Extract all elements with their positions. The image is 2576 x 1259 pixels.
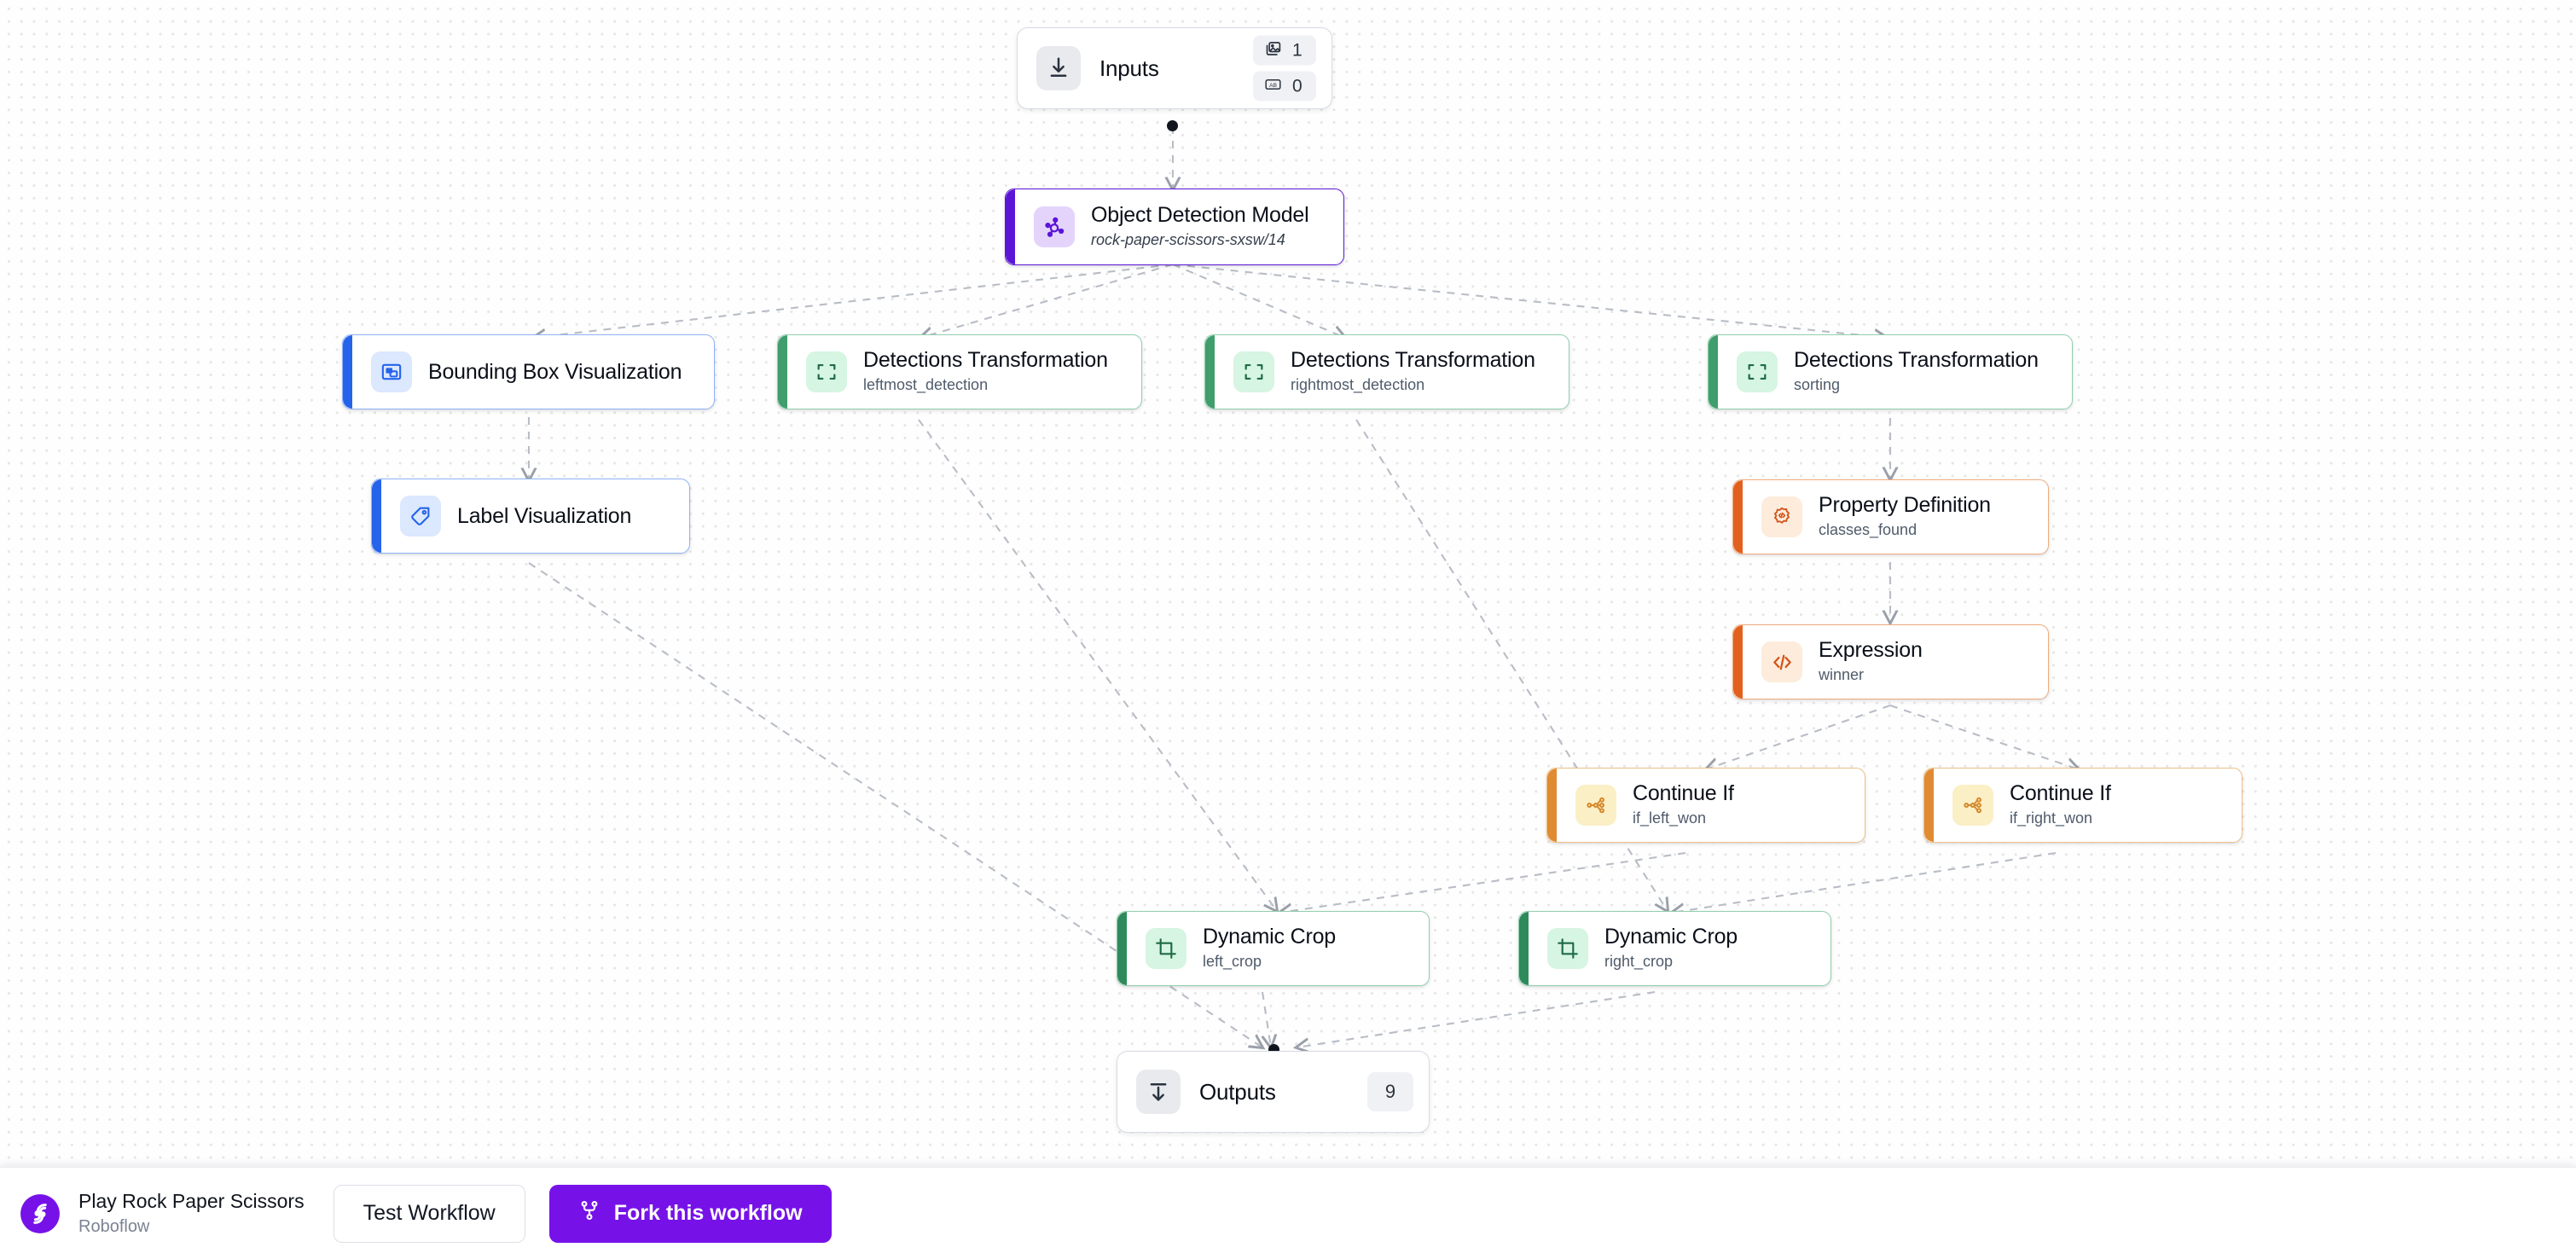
- node-subtitle: if_right_won: [2010, 809, 2093, 827]
- test-workflow-button[interactable]: Test Workflow: [333, 1184, 525, 1243]
- node-outputs[interactable]: Outputs 9: [1117, 1051, 1430, 1133]
- node-property-definition[interactable]: Property Definition classes_found: [1732, 479, 2049, 554]
- crop-corners-icon: [1737, 351, 1778, 392]
- node-detections-transformation-leftmost[interactable]: Detections Transformation leftmost_detec…: [777, 334, 1142, 409]
- download-into-tray-icon: [1036, 46, 1081, 90]
- crop-icon: [1547, 928, 1588, 969]
- inputs-badges: 1 AB 0: [1253, 35, 1316, 102]
- crop-corners-icon: [1233, 351, 1274, 392]
- node-accent-bar: [1519, 912, 1529, 985]
- node-title: Bounding Box Visualization: [428, 359, 682, 384]
- node-accent-bar: [1733, 625, 1743, 699]
- git-fork-icon: [578, 1199, 600, 1227]
- node-subtitle: classes_found: [1819, 521, 1917, 539]
- node-title: Detections Transformation: [1794, 348, 2039, 373]
- node-subtitle: right_crop: [1604, 953, 1674, 971]
- branch-nodes-icon: [1952, 785, 1993, 826]
- node-subtitle: winner: [1819, 666, 1865, 684]
- badge-outputs-count: 9: [1367, 1072, 1413, 1111]
- node-subtitle: if_left_won: [1633, 809, 1707, 827]
- node-label-visualization[interactable]: Label Visualization: [371, 479, 690, 554]
- node-title: Dynamic Crop: [1203, 925, 1336, 949]
- bounding-box-icon: [371, 351, 412, 392]
- download-out-icon: [1136, 1070, 1181, 1114]
- node-title: Expression: [1819, 638, 1923, 663]
- node-title: Dynamic Crop: [1604, 925, 1738, 949]
- node-title: Property Definition: [1819, 493, 1991, 518]
- node-inputs[interactable]: Inputs 1 AB: [1017, 27, 1332, 109]
- node-subtitle: sorting: [1794, 376, 1841, 394]
- node-title: Detections Transformation: [1291, 348, 1535, 373]
- node-subtitle: rock-paper-scissors-sxsw/14: [1091, 231, 1285, 249]
- node-continue-if-right[interactable]: Continue If if_right_won: [1923, 768, 2242, 843]
- badge-images: 1: [1253, 35, 1316, 66]
- node-accent-bar: [778, 335, 787, 409]
- workspace-name: Roboflow: [78, 1216, 150, 1236]
- node-accent-bar: [1547, 769, 1557, 842]
- node-accent-bar: [372, 479, 381, 553]
- node-detections-transformation-rightmost[interactable]: Detections Transformation rightmost_dete…: [1204, 334, 1569, 409]
- node-title: Outputs: [1199, 1078, 1276, 1105]
- badge-value: 9: [1384, 1081, 1396, 1102]
- code-brackets-icon: [1761, 641, 1802, 682]
- node-subtitle: rightmost_detection: [1291, 376, 1425, 394]
- roboflow-logo-icon: [19, 1192, 61, 1235]
- node-title: Continue If: [2010, 781, 2111, 806]
- node-accent-bar: [1924, 769, 1934, 842]
- node-accent-bar: [1117, 912, 1127, 985]
- fork-workflow-button[interactable]: Fork this workflow: [548, 1184, 832, 1243]
- badge-text-params: AB 0: [1253, 71, 1316, 102]
- bottom-toolbar: Play Rock Paper Scissors Roboflow Test W…: [0, 1167, 2576, 1259]
- text-ab-icon: AB: [1264, 75, 1282, 97]
- fork-button-label: Fork this workflow: [613, 1201, 803, 1225]
- model-nodes-icon: [1034, 206, 1075, 247]
- node-object-detection-model[interactable]: Object Detection Model rock-paper-scisso…: [1005, 189, 1344, 265]
- badge-value: 1: [1292, 40, 1303, 60]
- inputs-output-port[interactable]: [1167, 120, 1178, 131]
- node-continue-if-left[interactable]: Continue If if_left_won: [1546, 768, 1865, 843]
- node-title: Object Detection Model: [1091, 203, 1309, 228]
- workflow-name: Play Rock Paper Scissors: [78, 1190, 305, 1213]
- node-accent-bar: [1733, 480, 1743, 554]
- node-bounding-box-visualization[interactable]: Bounding Box Visualization: [342, 334, 715, 409]
- tag-icon: [400, 496, 441, 537]
- node-accent-bar: [1006, 189, 1015, 264]
- crop-corners-icon: [806, 351, 847, 392]
- node-subtitle: leftmost_detection: [863, 376, 989, 394]
- outputs-badges: 9: [1367, 1072, 1413, 1111]
- node-expression[interactable]: Expression winner: [1732, 624, 2049, 699]
- node-dynamic-crop-right[interactable]: Dynamic Crop right_crop: [1518, 911, 1831, 986]
- node-title: Detections Transformation: [863, 348, 1108, 373]
- node-detections-transformation-sorting[interactable]: Detections Transformation sorting: [1708, 334, 2073, 409]
- node-accent-bar: [343, 335, 352, 409]
- node-title: Continue If: [1633, 781, 1734, 806]
- image-icon: [1264, 39, 1282, 61]
- branch-nodes-icon: [1575, 785, 1616, 826]
- svg-text:AB: AB: [1269, 82, 1277, 88]
- node-accent-bar: [1205, 335, 1215, 409]
- badge-value: 0: [1292, 76, 1303, 96]
- node-dynamic-crop-left[interactable]: Dynamic Crop left_crop: [1117, 911, 1430, 986]
- node-title: Label Visualization: [457, 503, 632, 528]
- node-accent-bar: [1709, 335, 1718, 409]
- workflow-brand: Play Rock Paper Scissors Roboflow: [78, 1189, 305, 1238]
- crop-icon: [1146, 928, 1186, 969]
- gear-code-icon: [1761, 496, 1802, 537]
- node-subtitle: left_crop: [1203, 953, 1262, 971]
- node-title: Inputs: [1099, 55, 1159, 81]
